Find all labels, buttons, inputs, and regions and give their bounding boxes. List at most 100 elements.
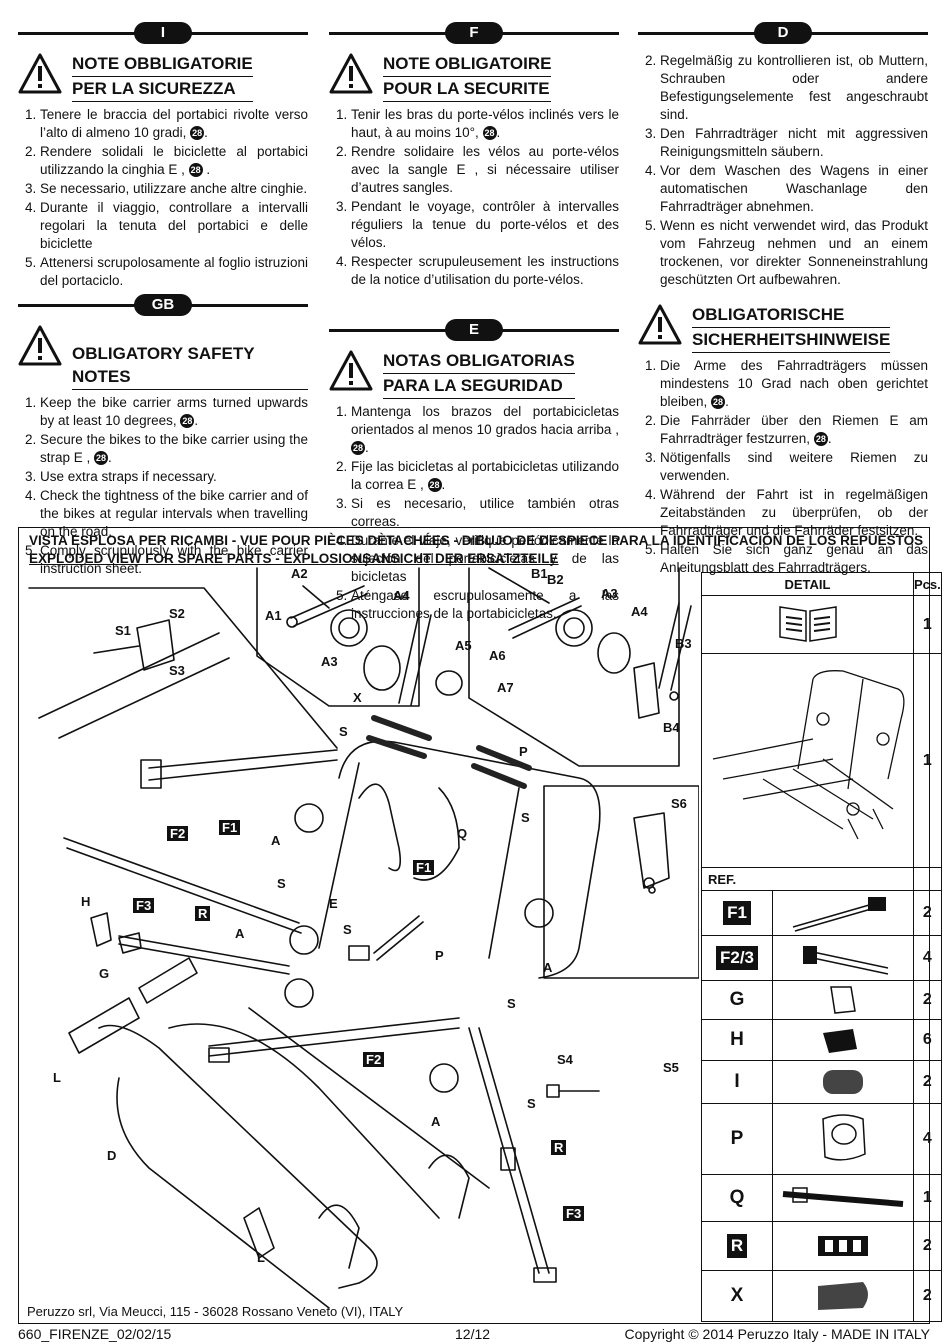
ref-code: R — [726, 1234, 748, 1258]
diagram-label: A3 — [601, 586, 618, 601]
lang-tag-de: D — [754, 22, 812, 44]
inset-frame-s4 — [543, 785, 699, 979]
ref-row: X — [701, 1270, 914, 1322]
ref-code: P — [730, 1128, 744, 1149]
pcs-cell: 4 — [913, 1103, 942, 1175]
diagram-label: A — [235, 926, 245, 941]
lang-tag-es: E — [445, 319, 503, 341]
ref-code: X — [730, 1285, 744, 1306]
diagram-label: A2 — [291, 566, 308, 581]
ref-code: Q — [729, 1187, 745, 1208]
diagram-label: S2 — [169, 606, 185, 621]
list-item: Durante il viaggio, controllare a interv… — [40, 199, 308, 253]
diagram-label: P — [435, 948, 444, 963]
ref-code: H — [730, 1029, 744, 1050]
pcs-cell: 2 — [913, 1270, 942, 1322]
list-item: Den Fahrradträger nicht mit aggressiven … — [660, 125, 928, 161]
note-title-gb: OBLIGATORY SAFETY NOTES — [72, 324, 308, 390]
safety-list-de: Die Arme des Fahrradträgers müssen minde… — [638, 357, 928, 577]
diagram-label: S — [277, 876, 286, 891]
ref-row: I — [701, 1060, 914, 1104]
inset-frame-a — [256, 567, 420, 707]
strap-icon — [792, 897, 886, 932]
clamp-p-icon — [822, 1114, 866, 1161]
diagram-label: G — [99, 966, 110, 981]
table-header-pcs: Pcs. — [913, 572, 942, 596]
section-divider-it: I — [18, 22, 308, 46]
list-item: Regelmäßig zu kontrollieren ist, ob Mutt… — [660, 52, 928, 124]
diagram-label: S3 — [169, 663, 185, 678]
ref-row: Q — [701, 1174, 914, 1222]
maintenance-list-de: Regelmäßig zu kontrollieren ist, ob Mutt… — [638, 52, 928, 289]
list-item: Se necessario, utilizzare anche altre ci… — [40, 180, 308, 198]
list-item: Use extra straps if necessary. — [40, 468, 308, 486]
list-item: Vor dem Waschen des Wagens in einer auto… — [660, 162, 928, 216]
lang-tag-fr: F — [445, 22, 503, 44]
diagram-label: A4 — [393, 588, 410, 603]
pcs-cell: 2 — [913, 1060, 942, 1104]
diagram-label: L — [257, 1250, 265, 1265]
doc-code: 660_FIRENZE_02/02/15 — [18, 1326, 172, 1342]
column-german: D Regelmäßig zu kontrollieren ist, ob Mu… — [638, 22, 928, 578]
strap-short-icon — [803, 946, 889, 975]
warning-icon — [638, 304, 682, 345]
pcs-cell: 4 — [913, 935, 942, 981]
page-number: 12/12 — [455, 1326, 491, 1342]
diagram-label: R — [551, 1140, 567, 1155]
pcs-cell: 1 — [913, 1174, 942, 1222]
diagram-label: A1 — [265, 608, 282, 623]
table-header-blank — [913, 867, 942, 891]
list-item: Halten Sie sich ganz genau an das Anleit… — [660, 541, 928, 577]
list-item: Rendere solidali le biciclette al portab… — [40, 143, 308, 179]
list-item: Durante el viaje, verifique periódicamen… — [351, 532, 619, 586]
parts-table: DETAIL Pcs. 1 1 REF. F1 — [701, 572, 942, 1322]
diagram-label: H — [81, 894, 91, 909]
pcs-cell: 2 — [913, 1221, 942, 1271]
list-item: Rendre solidaire les vélos au porte-vélo… — [351, 143, 619, 197]
safety-list-gb: Keep the bike carrier arms turned upward… — [18, 394, 308, 578]
list-item: Die Fahrräder über den Riemen E am Fahrr… — [660, 412, 928, 448]
ref-code: F2/3 — [715, 946, 759, 970]
warning-icon — [18, 325, 62, 366]
detail-cell — [701, 653, 914, 868]
diagram-label: A4 — [631, 604, 648, 619]
clip-g-icon — [830, 986, 856, 1014]
warning-icon — [329, 53, 373, 94]
list-item: Comply scrupulously with the bike carrie… — [40, 542, 308, 578]
diagram-label: B4 — [663, 720, 680, 735]
diagram-label: F2 — [167, 826, 189, 841]
warning-icon — [329, 350, 373, 391]
list-item: Wenn es nicht verwendet wird, das Produk… — [660, 217, 928, 289]
pcs-cell: 2 — [913, 980, 942, 1020]
section-divider-gb: GB — [18, 294, 308, 318]
ref-row: R — [701, 1221, 914, 1271]
list-item: Während der Fahrt ist in regelmäßigen Ze… — [660, 486, 928, 540]
safety-list-it: Tenere le braccia del portabici rivolte … — [18, 106, 308, 290]
lang-tag-it: I — [134, 22, 192, 44]
diagram-label: S — [339, 724, 348, 739]
exploded-view-frame: VISTA ESPLOSA PER RICAMBI - VUE POUR PIÈ… — [18, 527, 942, 1324]
diagram-label: F2 — [363, 1052, 385, 1067]
diagram-label: S4 — [557, 1052, 573, 1067]
ref-code: G — [729, 989, 745, 1010]
section-divider-fr: F — [329, 22, 619, 46]
diagram-label: S5 — [663, 1060, 679, 1075]
ref-row: F2/3 — [701, 935, 914, 981]
detail-cell — [701, 595, 914, 654]
inset-frame-b — [468, 567, 680, 767]
list-item: Aténgase escrupulosamente a las instrucc… — [351, 587, 619, 623]
list-item: Check the tightness of the bike carrier … — [40, 487, 308, 541]
section-divider-de: D — [638, 22, 928, 46]
diagram-label: X — [353, 690, 362, 705]
pcs-cell: 2 — [913, 890, 942, 936]
ref-row: G — [701, 980, 914, 1020]
handle-x-icon — [818, 1282, 868, 1310]
table-header-ref: REF. — [701, 867, 914, 891]
pcs-cell: 6 — [913, 1019, 942, 1061]
note-header-gb: OBLIGATORY SAFETY NOTES — [18, 324, 308, 390]
